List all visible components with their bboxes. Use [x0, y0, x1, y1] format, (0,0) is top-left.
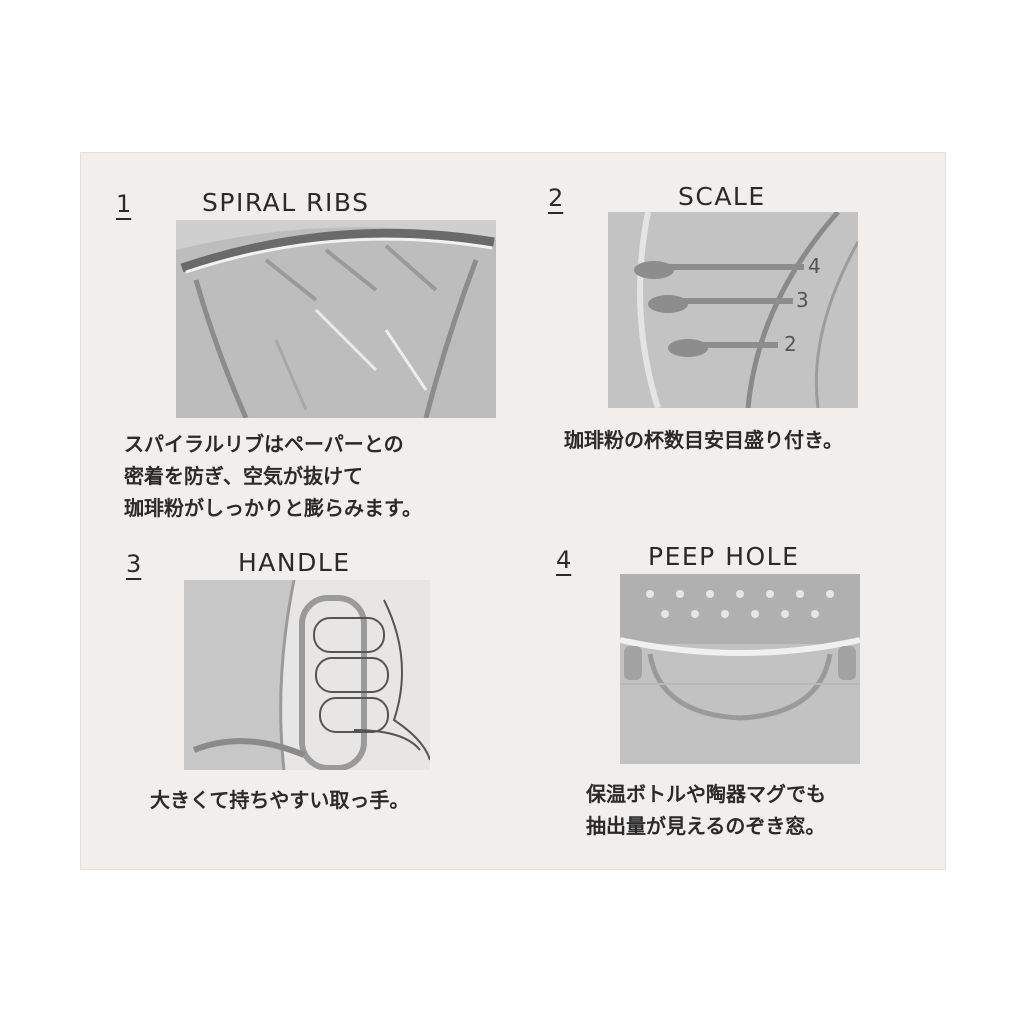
caption-line: スパイラルリブはペーパーとの	[124, 432, 404, 456]
scale-mark-4: 4	[808, 254, 821, 278]
feature-1-number: 1	[116, 190, 132, 218]
caption-line: 珈琲粉の杯数目安目盛り付き。	[564, 428, 843, 452]
feature-4-caption: 保温ボトルや陶器マグでも 抽出量が見えるのぞき窓。	[586, 778, 826, 842]
caption-line: 珈琲粉がしっかりと膨らみます。	[124, 496, 422, 520]
dripper-handle-icon	[184, 580, 430, 770]
peep-hole-photo	[620, 574, 860, 764]
dripper-scale-icon	[608, 212, 858, 408]
feature-1-title: SPIRAL RIBS	[202, 188, 370, 217]
feature-panel: 1 SPIRAL RIBS スパイラルリブはペーパーとの 密着を防ぎ、空気が抜け…	[80, 152, 946, 870]
caption-line: 大きくて持ちやすい取っ手。	[150, 788, 410, 812]
feature-3-number: 3	[126, 550, 142, 578]
feature-2-caption: 珈琲粉の杯数目安目盛り付き。	[564, 424, 843, 456]
feature-4-title: PEEP HOLE	[648, 542, 800, 571]
caption-line: 保温ボトルや陶器マグでも	[586, 782, 826, 806]
dripper-spiral-ribs-icon	[176, 220, 496, 418]
caption-line: 密着を防ぎ、空気が抜けて	[124, 464, 363, 488]
feature-1-caption: スパイラルリブはペーパーとの 密着を防ぎ、空気が抜けて 珈琲粉がしっかりと膨らみ…	[124, 428, 422, 524]
feature-2-title: SCALE	[678, 182, 766, 211]
scale-mark-2: 2	[784, 332, 797, 356]
spiral-ribs-photo	[176, 220, 496, 418]
feature-3-title: HANDLE	[238, 548, 351, 577]
caption-line: 抽出量が見えるのぞき窓。	[586, 814, 826, 838]
dripper-peep-hole-icon	[620, 574, 860, 764]
handle-photo	[184, 580, 430, 770]
feature-2-number: 2	[548, 184, 564, 212]
feature-4-number: 4	[556, 546, 572, 574]
scale-photo: 4 3 2	[608, 212, 858, 408]
scale-mark-3: 3	[796, 288, 809, 312]
feature-3-caption: 大きくて持ちやすい取っ手。	[150, 784, 409, 816]
